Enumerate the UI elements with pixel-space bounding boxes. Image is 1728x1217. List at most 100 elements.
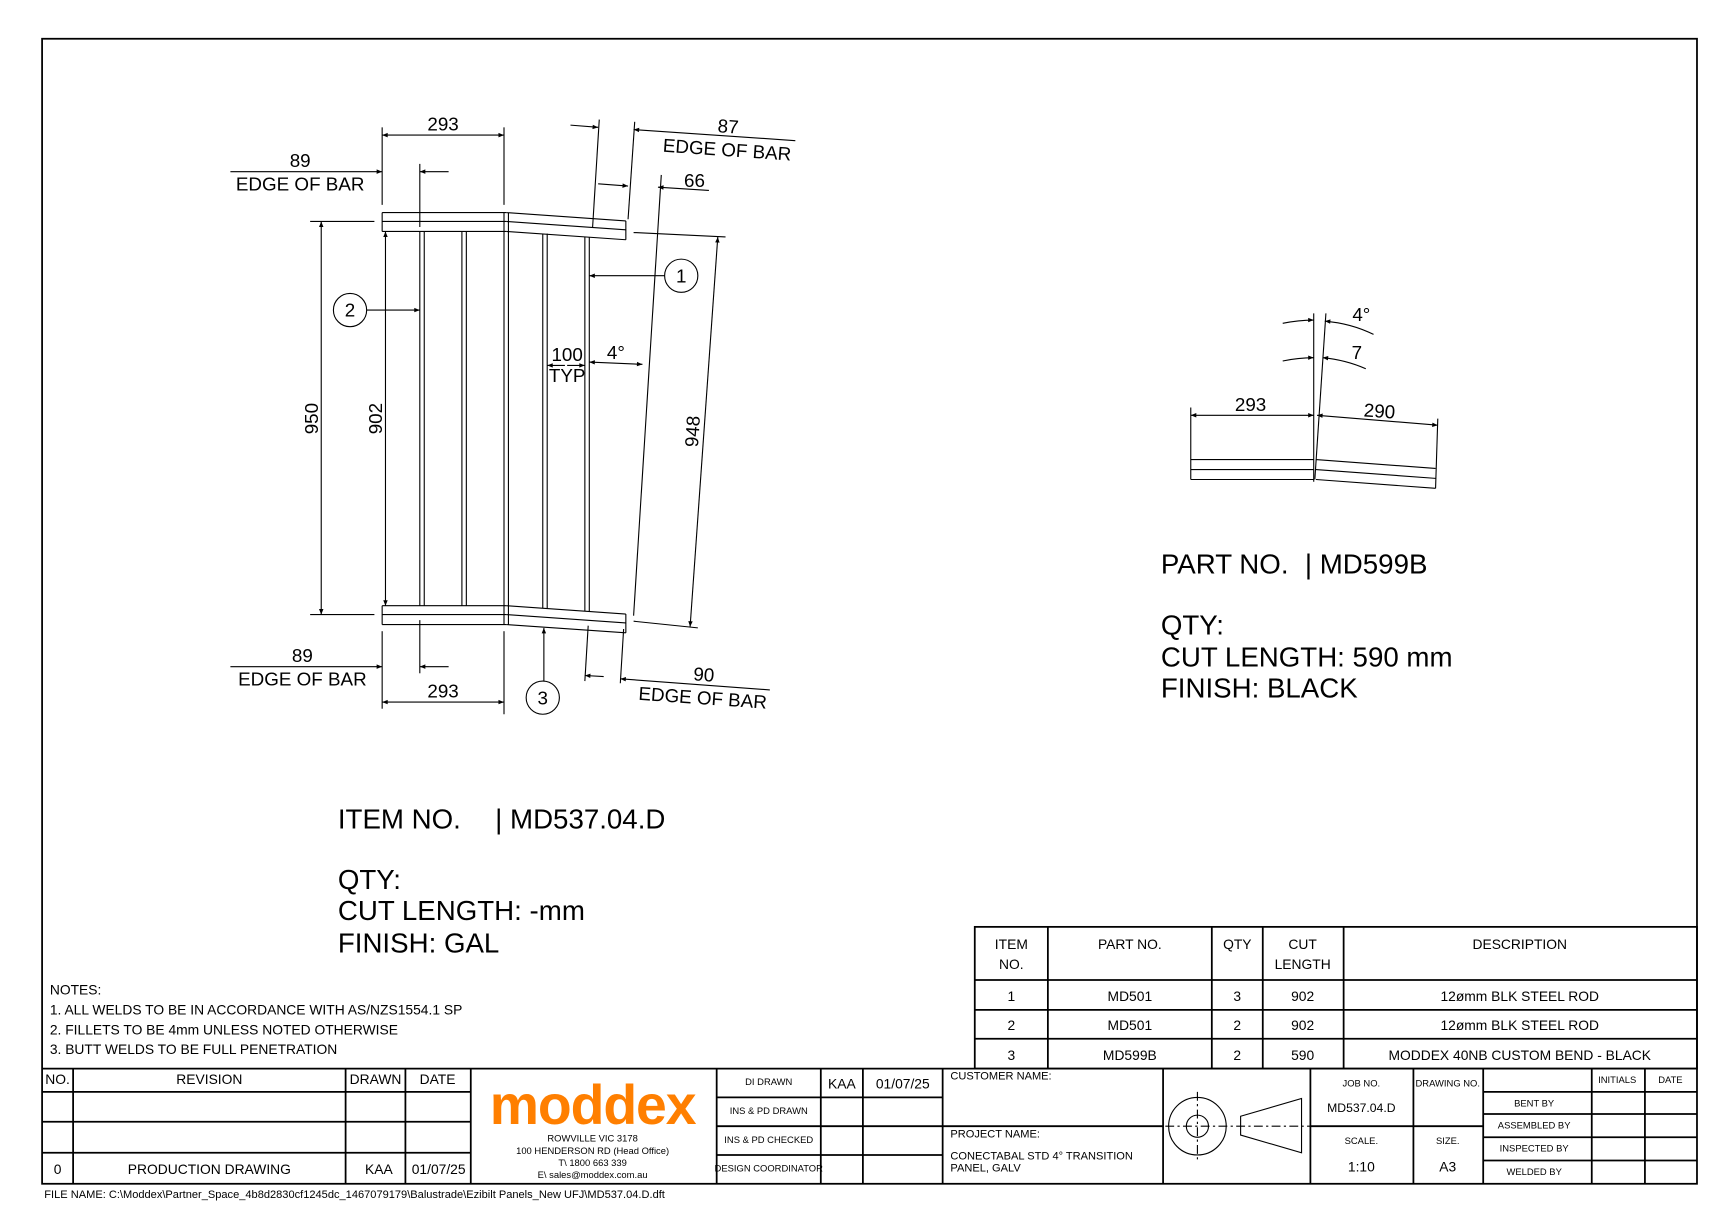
design-coordinator-label: DESIGN COORDINATOR xyxy=(715,1163,824,1174)
detail-left-length: 293 xyxy=(1235,394,1266,415)
job-no-label: JOB NO. xyxy=(1343,1077,1381,1088)
dim-height-902: 902 xyxy=(365,403,386,434)
note-item: 2. FILLETS TO BE 4mm UNLESS NOTED OTHERW… xyxy=(50,1021,398,1037)
bom-cut: 590 xyxy=(1291,1047,1314,1063)
company-email: E\ sales@moddex.com.au xyxy=(538,1169,648,1180)
bom-item: 1 xyxy=(1007,988,1015,1004)
bom-part: MD501 xyxy=(1108,1017,1153,1033)
bom-part: MD599B xyxy=(1103,1047,1157,1063)
note-item: 1. ALL WELDS TO BE IN ACCORDANCE WITH AS… xyxy=(50,1001,462,1017)
di-drawn-date: 01/07/25 xyxy=(876,1076,930,1092)
dim-angle: 4° xyxy=(607,342,625,363)
bom-item: 2 xyxy=(1007,1017,1015,1033)
di-drawn-label: DI DRAWN xyxy=(745,1076,792,1087)
sheet-border xyxy=(41,37,1698,1185)
bom-header-part: PART NO. xyxy=(1098,936,1162,952)
dim-height-948: 948 xyxy=(681,415,704,448)
welded-by-label: WELDED BY xyxy=(1506,1166,1562,1177)
revision-row: 0 PRODUCTION DRAWING KAA 01/07/25 xyxy=(54,1161,466,1177)
rev-no: 0 xyxy=(54,1161,62,1177)
callout-1: 1 xyxy=(676,265,686,286)
project-name-line: CONECTABAL STD 4° TRANSITION xyxy=(950,1150,1133,1162)
customer-name-label: CUSTOMER NAME: xyxy=(950,1071,1051,1083)
dim-bottom-edge-right: 90 xyxy=(693,663,715,685)
scale-value: 1:10 xyxy=(1348,1159,1375,1175)
rev-date: 01/07/25 xyxy=(412,1161,466,1177)
dim-height-950: 950 xyxy=(301,403,322,434)
ins-pd-checked-label: INS & PD CHECKED xyxy=(724,1134,813,1145)
company-address: 100 HENDERSON RD (Head Office) xyxy=(516,1145,669,1156)
bom-qty: 2 xyxy=(1233,1047,1241,1063)
rev-header-revision: REVISION xyxy=(176,1071,242,1087)
rev-drawn: KAA xyxy=(365,1161,393,1177)
inspected-by-label: INSPECTED BY xyxy=(1500,1143,1570,1154)
part-qty: QTY: xyxy=(1161,610,1224,641)
table-row: 3 MD599B 2 590 MODDEX 40NB CUSTOM BEND -… xyxy=(1007,1047,1651,1063)
di-drawn-by: KAA xyxy=(828,1076,856,1092)
bom-qty: 2 xyxy=(1233,1017,1241,1033)
rev-header-drawn: DRAWN xyxy=(350,1071,402,1087)
scale-label: SCALE. xyxy=(1345,1135,1378,1146)
assembled-by-label: ASSEMBLED BY xyxy=(1498,1119,1571,1130)
bom-desc: MODDEX 40NB CUSTOM BEND - BLACK xyxy=(1388,1047,1651,1063)
detail-right-length: 290 xyxy=(1363,399,1396,422)
bom-qty: 3 xyxy=(1233,988,1241,1004)
item-no-label: ITEM NO. xyxy=(338,803,461,834)
detail-offset: 7 xyxy=(1352,342,1362,363)
dim-bottom-width: 293 xyxy=(427,681,458,702)
drawing-no-label: DRAWING NO. xyxy=(1416,1077,1480,1088)
project-name-line: PANEL, GALV xyxy=(950,1163,1021,1175)
bend-detail-view: 4° 7 293 290 xyxy=(1190,304,1439,489)
bom-header-cut: CUT xyxy=(1288,936,1317,952)
item-no-value: | MD537.04.D xyxy=(495,803,665,834)
project-name-label: PROJECT NAME: xyxy=(950,1128,1040,1140)
item-cut-length: CUT LENGTH: -mm xyxy=(338,895,585,926)
dim-top-edge-left: 89 xyxy=(290,150,311,171)
table-row: 1 MD501 3 902 12ømm BLK STEEL ROD xyxy=(1007,988,1599,1004)
main-panel-view: 293 89 EDGE OF BAR 87 EDGE OF BAR 66 950… xyxy=(230,114,796,715)
notes: NOTES: 1. ALL WELDS TO BE IN ACCORDANCE … xyxy=(50,981,462,1057)
rev-header-date: DATE xyxy=(420,1071,456,1087)
rev-header-no: NO. xyxy=(45,1071,70,1087)
part-no-value: | MD599B xyxy=(1305,549,1428,580)
file-name: FILE NAME: C:\Moddex\Partner_Space_4b8d2… xyxy=(44,1189,665,1201)
third-angle-projection-icon xyxy=(1165,1091,1313,1161)
size-label: SIZE. xyxy=(1436,1135,1460,1146)
dim-top-edge-right: 87 xyxy=(717,115,739,137)
callout-2: 2 xyxy=(345,300,355,321)
date-header: DATE xyxy=(1658,1074,1682,1085)
bom-header-cut: LENGTH xyxy=(1275,956,1331,972)
bom-header-item: NO. xyxy=(999,956,1024,972)
notes-title: NOTES: xyxy=(50,981,101,997)
bom-part: MD501 xyxy=(1108,988,1153,1004)
part-finish: FINISH: BLACK xyxy=(1161,673,1358,704)
bom-desc: 12ømm BLK STEEL ROD xyxy=(1440,988,1599,1004)
item-finish: FINISH: GAL xyxy=(338,927,499,958)
bent-by-label: BENT BY xyxy=(1514,1097,1555,1108)
ins-pd-drawn-label: INS & PD DRAWN xyxy=(730,1105,808,1116)
rev-description: PRODUCTION DRAWING xyxy=(128,1161,291,1177)
dim-spacing: 100 xyxy=(551,344,582,365)
bom-item: 3 xyxy=(1007,1047,1015,1063)
bom-header-description: DESCRIPTION xyxy=(1472,936,1567,952)
moddex-logo: moddex xyxy=(490,1074,697,1136)
item-qty: QTY: xyxy=(338,864,401,895)
bom-cut: 902 xyxy=(1291,1017,1314,1033)
note-item: 3. BUTT WELDS TO BE FULL PENETRATION xyxy=(50,1041,337,1057)
bom-cut: 902 xyxy=(1291,988,1314,1004)
edge-of-bar-label: EDGE OF BAR xyxy=(638,683,768,713)
company-address: ROWVILLE VIC 3178 xyxy=(547,1133,637,1144)
callout-3: 3 xyxy=(538,687,548,708)
bom-desc: 12ømm BLK STEEL ROD xyxy=(1440,1017,1599,1033)
dim-offset-66: 66 xyxy=(684,170,705,191)
detail-angle: 4° xyxy=(1352,304,1370,325)
table-row: 2 MD501 2 902 12ømm BLK STEEL ROD xyxy=(1007,1017,1599,1033)
bom-header-item: ITEM xyxy=(995,936,1028,952)
title-block: NO. REVISION DRAWN DATE 0 PRODUCTION DRA… xyxy=(42,1067,1697,1184)
job-no-value: MD537.04.D xyxy=(1327,1101,1396,1115)
edge-of-bar-label: EDGE OF BAR xyxy=(236,173,365,194)
company-phone: T\ 1800 663 339 xyxy=(558,1157,627,1168)
dim-bottom-edge-left: 89 xyxy=(292,645,313,666)
dim-spacing-typ: TYP xyxy=(549,365,586,386)
